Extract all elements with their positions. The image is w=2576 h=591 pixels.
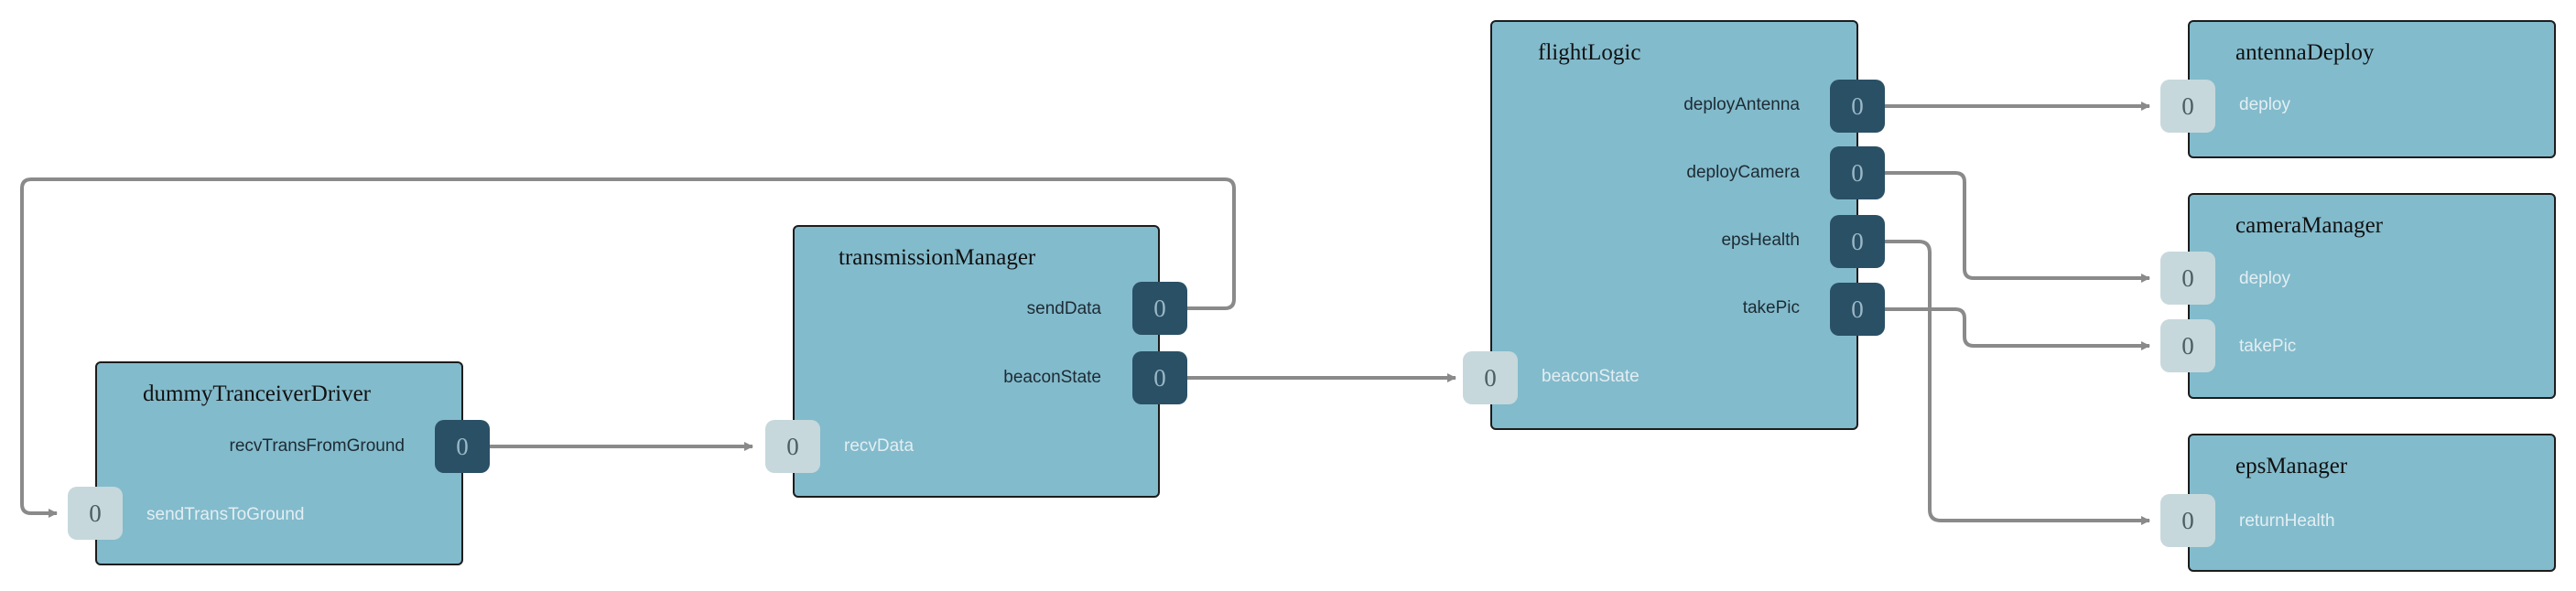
wire-epsHealth-to-returnHealth — [1885, 240, 2150, 525]
output-label-takePic: takePic — [1742, 298, 1800, 317]
output-port-takePic[interactable]: 0 — [1830, 283, 1885, 336]
node-title: antennaDeploy — [2235, 40, 2375, 65]
output-port-epsHealth[interactable]: 0 — [1830, 215, 1885, 268]
node-title: flightLogic — [1538, 40, 1641, 65]
input-port-sendTransToGround[interactable]: 0 — [68, 487, 123, 540]
input-label-takePic: takePic — [2239, 337, 2297, 356]
wire-takePic-to-takePic — [1885, 307, 2150, 350]
input-label-deploy: deploy — [2239, 95, 2290, 114]
node-flightLogic[interactable]: flightLogic deployAntenna deployCamera e… — [1490, 20, 1858, 430]
node-antennaDeploy[interactable]: antennaDeploy deploy — [2188, 20, 2556, 158]
output-port-deployCamera[interactable]: 0 — [1830, 146, 1885, 199]
output-label-sendData: sendData — [1026, 299, 1101, 318]
node-cameraManager[interactable]: cameraManager deploy takePic — [2188, 193, 2556, 399]
output-port-recvTransFromGround[interactable]: 0 — [435, 420, 490, 473]
output-label-epsHealth: epsHealth — [1721, 231, 1800, 250]
input-port-recvData[interactable]: 0 — [765, 420, 820, 473]
output-port-sendData[interactable]: 0 — [1132, 282, 1187, 335]
node-title: transmissionManager — [839, 245, 1036, 270]
input-label-recvData: recvData — [844, 436, 915, 456]
input-port-returnHealth[interactable]: 0 — [2160, 494, 2215, 547]
input-port-takePic[interactable]: 0 — [2160, 319, 2215, 372]
input-port-beaconState[interactable]: 0 — [1463, 351, 1518, 404]
input-label-deploy: deploy — [2239, 269, 2290, 288]
input-label-sendTransToGround: sendTransToGround — [146, 505, 305, 524]
output-port-deployAntenna[interactable]: 0 — [1830, 80, 1885, 133]
output-port-beaconState[interactable]: 0 — [1132, 351, 1187, 404]
output-label-deployAntenna: deployAntenna — [1683, 95, 1800, 114]
output-label-beaconState: beaconState — [1003, 368, 1101, 387]
wire-deployCamera-to-deploy — [1885, 171, 2150, 283]
node-dummyTranceiverDriver[interactable]: dummyTranceiverDriver recvTransFromGroun… — [95, 361, 463, 565]
node-title: dummyTranceiverDriver — [143, 381, 372, 406]
output-label-recvTransFromGround: recvTransFromGround — [229, 436, 405, 456]
output-label-deployCamera: deployCamera — [1686, 163, 1800, 182]
input-label-returnHealth: returnHealth — [2239, 511, 2335, 531]
node-title: epsManager — [2235, 454, 2348, 478]
input-port-deploy[interactable]: 0 — [2160, 252, 2215, 305]
node-title: cameraManager — [2235, 213, 2383, 238]
input-label-beaconState: beaconState — [1542, 367, 1640, 386]
wire-sendData-to-sendTransToGround — [20, 177, 1236, 518]
node-transmissionManager[interactable]: transmissionManager sendData beaconState… — [793, 225, 1160, 498]
node-epsManager[interactable]: epsManager returnHealth — [2188, 434, 2556, 572]
input-port-deploy[interactable]: 0 — [2160, 80, 2215, 133]
